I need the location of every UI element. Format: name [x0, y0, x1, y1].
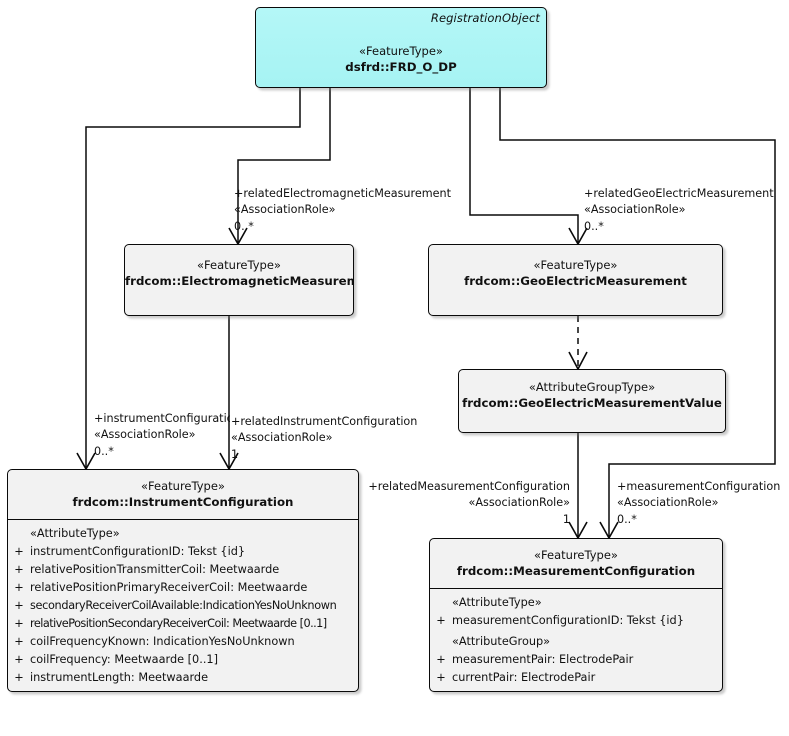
association-stereotype: «AssociationRole» — [94, 428, 196, 442]
association-multiplicity: 1 — [231, 447, 239, 461]
attribute-row: + measurementPair: ElectrodePair — [430, 651, 722, 669]
class-name: frdcom::MeasurementConfiguration — [456, 564, 696, 579]
class-header: «AttributeGroupType» frdcom::GeoElectric… — [459, 370, 725, 412]
class-stereotype: «AttributeGroupType» — [528, 380, 656, 394]
attribute-text: relativePositionTransmitterCoil: Meetwaa… — [30, 562, 280, 576]
class-name: frdcom::InstrumentConfiguration — [72, 495, 294, 510]
association-multiplicity: 0..* — [584, 219, 604, 233]
association-role-name: +relatedElectromagneticMeasurement — [234, 187, 452, 200]
attribute-group-label: «AttributeType» — [452, 595, 542, 609]
attribute-compartment: «AttributeType» + measurementConfiguratio… — [430, 589, 722, 691]
attribute-text: instrumentLength: Meetwaarde — [30, 670, 209, 684]
visibility-marker: + — [14, 634, 24, 648]
attribute-row: + instrumentConfigurationID: Tekst {id} — [8, 543, 358, 561]
class-name: frdcom::GeoElectricMeasurement — [464, 274, 687, 289]
attribute-row: + currentPair: ElectrodePair — [430, 669, 722, 687]
attribute-text: secondaryReceiverCoilAvailable:Indicatio… — [30, 598, 337, 612]
attribute-text: measurementPair: ElectrodePair — [452, 652, 634, 666]
association-stereotype: «AssociationRole» — [234, 203, 336, 217]
visibility-marker: + — [436, 670, 446, 684]
class-name: frdcom::ElectromagneticMeasurement — [125, 274, 353, 289]
class-header: RegistrationObject «FeatureType» dsfrd::… — [256, 8, 546, 76]
attribute-text: currentPair: ElectrodePair — [452, 670, 596, 684]
association-role-name: +relatedMeasurementConfiguration — [368, 480, 570, 493]
edge-label-related-measurement-configuration: +relatedMeasurementConfiguration «Associ… — [368, 479, 570, 528]
edge-label-related-geoelectric-measurement: +relatedGeoElectricMeasurement «Associat… — [584, 186, 774, 235]
attribute-text: instrumentConfigurationID: Tekst {id} — [30, 544, 246, 558]
edge-label-measurement-configuration: +measurementConfiguration «AssociationRo… — [617, 479, 780, 528]
association-role-name: +relatedGeoElectricMeasurement — [584, 187, 774, 200]
class-node-geoelectric-measurement-value[interactable]: «AttributeGroupType» frdcom::GeoElectric… — [458, 369, 726, 433]
visibility-marker: + — [14, 670, 24, 684]
visibility-marker: + — [436, 613, 446, 627]
attribute-group-label: «AttributeGroup» — [452, 634, 551, 648]
edge-measurement-configuration-arrow — [599, 521, 619, 540]
association-multiplicity: 0..* — [617, 512, 637, 526]
class-stereotype: «FeatureType» — [534, 548, 618, 562]
class-header: «FeatureType» frdcom::GeoElectricMeasure… — [429, 245, 722, 290]
visibility-marker: + — [14, 562, 24, 576]
association-role-name: +instrumentConfiguratio — [94, 412, 230, 425]
visibility-marker: + — [436, 652, 446, 666]
class-stereotype: «FeatureType» — [533, 258, 618, 272]
attribute-text: measurementConfigurationID: Tekst {id} — [452, 613, 684, 627]
visibility-marker: + — [14, 652, 24, 666]
attribute-row: + instrumentLength: Meetwaarde — [8, 669, 358, 687]
class-header: «FeatureType» frdcom::InstrumentConfigur… — [8, 470, 358, 519]
class-stereotype: «FeatureType» — [141, 479, 225, 493]
class-node-electromagnetic-measurement[interactable]: «FeatureType» frdcom::ElectromagneticMea… — [124, 244, 354, 316]
visibility-marker: + — [14, 580, 24, 594]
visibility-marker: + — [14, 616, 24, 630]
attribute-text: coilFrequency: Meetwaarde [0..1] — [30, 652, 219, 666]
attribute-row: + relativePositionPrimaryReceiverCoil: Me… — [8, 579, 358, 597]
edge-instrument-configuration-arrow — [76, 452, 96, 471]
association-stereotype: «AssociationRole» — [468, 496, 571, 510]
attribute-row: + relativePositionTransmitterCoil: Meetwa… — [8, 561, 358, 579]
association-stereotype: «AssociationRole» — [584, 203, 686, 217]
attribute-row: + secondaryReceiverCoilAvailable:Indicati… — [8, 597, 358, 615]
attribute-row: + relativePositionSecondaryReceiverCoil: … — [8, 615, 358, 633]
attribute-group-label: «AttributeType» — [30, 526, 120, 540]
class-node-instrument-configuration[interactable]: «FeatureType» frdcom::InstrumentConfigur… — [7, 469, 359, 692]
class-node-measurement-configuration[interactable]: «FeatureType» frdcom::MeasurementConfigu… — [429, 538, 723, 692]
association-stereotype: «AssociationRole» — [617, 496, 719, 510]
association-multiplicity: 0..* — [94, 444, 114, 458]
attribute-row: + coilFrequency: Meetwaarde [0..1] — [8, 651, 358, 669]
attribute-text: relativePositionPrimaryReceiverCoil: Mee… — [30, 580, 308, 594]
edge-label-instrument-configuration: +instrumentConfiguratio «AssociationRole… — [94, 411, 230, 460]
class-node-frd-o-dp[interactable]: RegistrationObject «FeatureType» dsfrd::… — [255, 7, 547, 88]
attribute-row: + measurementConfigurationID: Tekst {id} — [430, 612, 722, 630]
class-header: «FeatureType» frdcom::MeasurementConfigu… — [430, 539, 722, 588]
edge-related-measurement-configuration-arrow — [568, 521, 588, 540]
association-stereotype: «AssociationRole» — [231, 431, 333, 445]
class-stereotype: «FeatureType» — [359, 44, 443, 58]
class-stereotype: «FeatureType» — [197, 258, 281, 272]
compartment-divider — [430, 587, 722, 589]
attribute-text: coilFrequencyKnown: IndicationYesNoUnkno… — [30, 634, 295, 648]
attribute-compartment: «AttributeType» + instrumentConfiguration… — [8, 520, 358, 691]
edge-label-related-instrument-configuration: +relatedInstrumentConfiguration «Associa… — [231, 414, 417, 463]
attribute-text: relativePositionSecondaryReceiverCoil: M… — [30, 616, 327, 630]
association-multiplicity: 1 — [562, 512, 570, 526]
attribute-row: + coilFrequencyKnown: IndicationYesNoUnkn… — [8, 633, 358, 651]
class-node-geoelectric-measurement[interactable]: «FeatureType» frdcom::GeoElectricMeasure… — [428, 244, 723, 316]
visibility-marker: + — [14, 598, 24, 612]
visibility-marker: + — [14, 544, 24, 558]
association-role-name: +measurementConfiguration — [617, 480, 781, 493]
class-header: «FeatureType» frdcom::ElectromagneticMea… — [125, 245, 353, 290]
registration-object-label: RegistrationObject — [430, 11, 540, 25]
association-role-name: +relatedInstrumentConfiguration — [231, 415, 418, 428]
edge-geoelectric-measurement-value-arrow — [568, 351, 588, 371]
compartment-divider — [8, 518, 358, 520]
class-name: frdcom::GeoElectricMeasurementValue — [462, 396, 722, 411]
association-multiplicity: 0..* — [234, 219, 254, 233]
class-name: dsfrd::FRD_O_DP — [345, 60, 457, 75]
edge-label-related-electromagnetic-measurement: +relatedElectromagneticMeasurement «Asso… — [234, 186, 451, 235]
edge-related-geoelectric-measurement-line — [469, 88, 579, 243]
